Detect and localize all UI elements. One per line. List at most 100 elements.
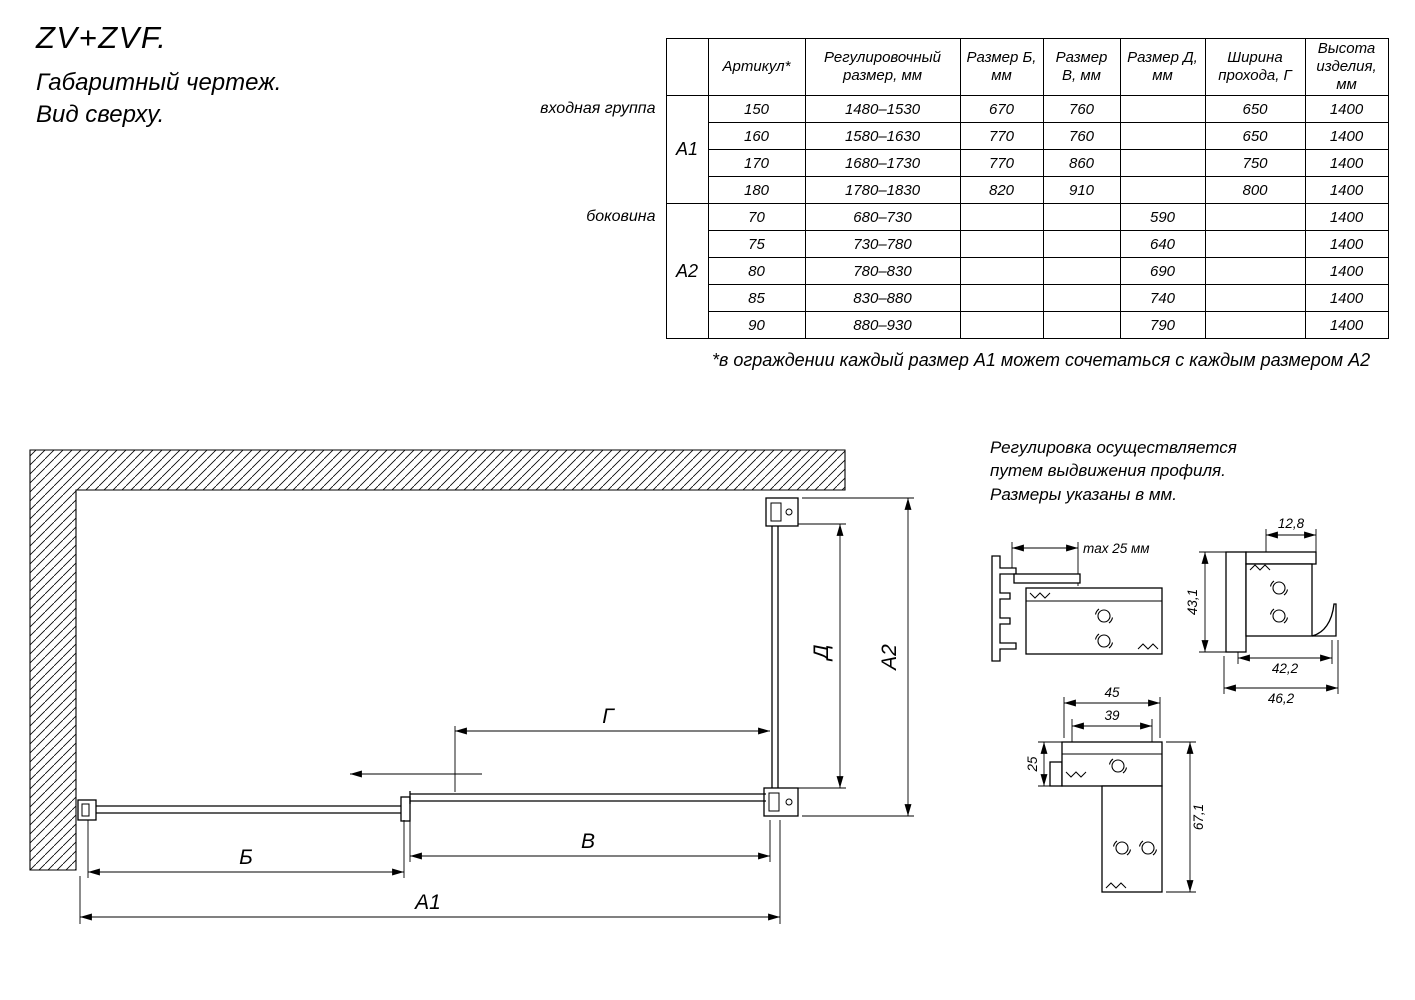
drawing-type-label: Габаритный чертеж. [36, 69, 282, 96]
group-label: входная группа [540, 100, 656, 117]
table-cell: 1400 [1304, 311, 1389, 339]
table-cell: 730–780 [804, 230, 961, 258]
group-label [530, 123, 666, 150]
spec-table: Артикул* Регулировочный размер, мм Разме… [530, 38, 1389, 339]
table-cell: 670 [959, 95, 1044, 123]
table-cell: 640 [1119, 230, 1206, 258]
table-cell: 1400 [1304, 176, 1389, 204]
table-cell: 680–730 [804, 203, 961, 231]
detail-corner-profile: 12,8 43,1 42,2 46,2 [1185, 516, 1339, 706]
column-header-pass-width: Ширина прохода, Г [1204, 38, 1306, 96]
table-cell [1042, 230, 1121, 258]
detail-dim-corner-inner: 39 [1104, 708, 1120, 723]
table-cell: 820 [959, 176, 1044, 204]
table-cell: 1400 [1304, 203, 1389, 231]
dimension-v: В [409, 806, 771, 862]
table-cell [1042, 284, 1121, 312]
column-header-size-v: Размер В, мм [1042, 38, 1121, 96]
dimension-d: Д [798, 523, 846, 789]
group-code: А2 [665, 203, 709, 339]
table-cell [1119, 95, 1206, 123]
detail-dim-corner-depth: 25 [1025, 756, 1040, 773]
table-cell: 750 [1204, 149, 1306, 177]
table-cell: 650 [1204, 95, 1306, 123]
table-cell: 70 [707, 203, 806, 231]
dimension-g: Г [454, 705, 770, 792]
table-cell: 880–930 [804, 311, 961, 339]
table-cell [959, 311, 1044, 339]
table-cell [1204, 203, 1306, 231]
table-cell: 150 [707, 95, 806, 123]
side-panel [763, 497, 799, 817]
table-cell [1042, 257, 1121, 285]
column-header-size-b: Размер Б, мм [959, 38, 1044, 96]
dimension-label-d: Д [810, 644, 833, 661]
table-cell: 760 [1042, 95, 1121, 123]
table-cell: 180 [707, 176, 806, 204]
table-cell [1119, 176, 1206, 204]
table-cell [1204, 230, 1306, 258]
dimension-b: Б [87, 820, 405, 878]
table-cell: 690 [1119, 257, 1206, 285]
note-line-1: Регулировка осуществляется [990, 438, 1237, 457]
group-label [530, 312, 666, 339]
table-cell: 770 [959, 122, 1044, 150]
detail-dim-max-extension: max 25 мм [1083, 541, 1150, 556]
detail-dim-corner-outer: 45 [1104, 685, 1120, 700]
table-cell: 90 [707, 311, 806, 339]
dimension-a1: А1 [79, 820, 781, 924]
table-cell: 160 [707, 122, 806, 150]
group-label [530, 285, 666, 312]
adjustment-note: Регулировка осуществляется путем выдвиже… [990, 436, 1237, 506]
dimension-label-b: Б [239, 846, 253, 869]
table-cell [1119, 122, 1206, 150]
table-cell: 860 [1042, 149, 1121, 177]
table-cell: 1580–1630 [804, 122, 961, 150]
table-cell: 740 [1119, 284, 1206, 312]
note-line-2: путем выдвижения профиля. [990, 461, 1226, 481]
column-header-size-d: Размер Д, мм [1119, 38, 1206, 96]
table-cell: 1480–1530 [804, 95, 961, 123]
table-cell: 760 [1042, 122, 1121, 150]
table-cell: 770 [959, 149, 1044, 177]
table-cell [959, 257, 1044, 285]
table-cell [1042, 311, 1121, 339]
table-cell: 170 [707, 149, 806, 177]
group-code: А1 [665, 95, 709, 204]
table-footnote: *в ограждении каждый размер А1 может соч… [712, 350, 1371, 370]
note-line-3: Размеры указаны в мм. [990, 484, 1177, 504]
product-title: ZV+ZVF. [36, 20, 168, 55]
table-cell: 75 [707, 230, 806, 258]
detail-dim-side-height: 43,1 [1185, 589, 1200, 615]
table-cell: 1400 [1304, 122, 1389, 150]
wall-hatching [29, 449, 846, 871]
group-label: боковина [586, 208, 656, 225]
table-cell [1204, 257, 1306, 285]
table-cell: 790 [1119, 311, 1206, 339]
table-cell: 85 [707, 284, 806, 312]
plan-drawing: Б В А1 Г Д [29, 449, 1339, 924]
group-label [530, 150, 666, 177]
group-label [530, 177, 666, 204]
table-cell: 1400 [1304, 284, 1389, 312]
column-header-article: Артикул* [707, 38, 806, 96]
table-cell: 1780–1830 [804, 176, 961, 204]
dimension-a2: А2 [802, 497, 914, 817]
table-cell [1204, 311, 1306, 339]
group-label [530, 231, 666, 258]
table-cell: 1400 [1304, 230, 1389, 258]
detail-dim-top-width: 12,8 [1278, 516, 1305, 531]
header-spacer [530, 39, 666, 96]
table-cell [959, 284, 1044, 312]
dimension-label-g: Г [602, 705, 615, 728]
table-header-row: Артикул* Регулировочный размер, мм Разме… [530, 38, 1389, 96]
table-cell: 650 [1204, 122, 1306, 150]
